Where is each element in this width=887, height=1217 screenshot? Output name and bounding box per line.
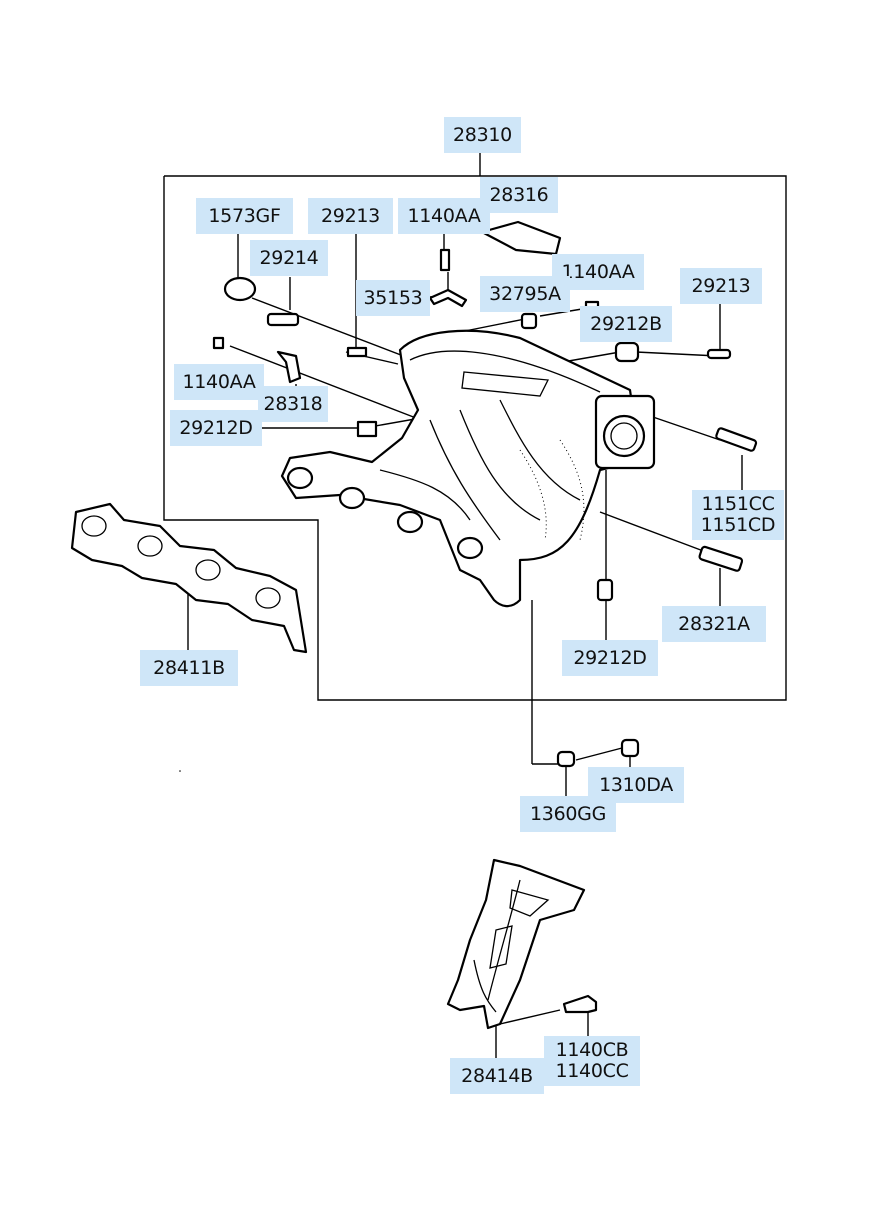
pin-29213-left (346, 346, 368, 358)
hardware-parts (212, 220, 758, 1014)
plate-28316 (480, 220, 562, 256)
stud-1151CC (715, 427, 758, 452)
callout-29212D-bottom[interactable]: 29212D (562, 640, 658, 676)
callout-29212D-left[interactable]: 29212D (170, 410, 262, 446)
bracket-28318 (276, 350, 302, 384)
callout-28321A[interactable]: 28321A (662, 606, 766, 642)
cap-29212D-left (356, 420, 378, 438)
clip-35153 (428, 288, 468, 308)
callout-1140AA-left[interactable]: 1140AA (174, 364, 264, 400)
callout-29214[interactable]: 29214 (250, 240, 328, 276)
callout-1140CC-text: 1140CC (555, 1060, 629, 1082)
bracket-drawing (446, 858, 586, 1030)
stud-29214 (266, 312, 300, 327)
washer-1360GG (556, 750, 576, 768)
callout-32795A[interactable]: 32795A (480, 276, 570, 312)
bolt-1140AA-top (439, 248, 451, 272)
callout-1573GF[interactable]: 1573GF (196, 198, 293, 234)
cap-29212D-bottom (596, 578, 614, 602)
callout-1151CC-text: 1151CC (701, 493, 775, 515)
gasket-drawing (70, 502, 308, 654)
callout-1360GG[interactable]: 1360GG (520, 796, 616, 832)
callout-29212B[interactable]: 29212B (580, 306, 672, 342)
manifold-drawing (280, 329, 656, 608)
callout-1140CB-text: 1140CB (555, 1039, 629, 1061)
pin-29213-right (706, 348, 732, 360)
callout-1140CB-1140CC[interactable]: 1140CB 1140CC (544, 1036, 640, 1086)
callout-29213-right[interactable]: 29213 (680, 268, 762, 304)
fitting-32795A (520, 312, 538, 330)
callout-28414B[interactable]: 28414B (450, 1058, 544, 1094)
assembly-frame (163, 175, 787, 701)
callout-28310[interactable]: 28310 (444, 117, 521, 153)
callout-1151CD-text: 1151CD (700, 514, 776, 536)
plug-1573GF (223, 276, 257, 302)
callout-1140AA-top[interactable]: 1140AA (398, 198, 490, 234)
cap-29212B (614, 341, 640, 363)
callout-28318[interactable]: 28318 (258, 386, 328, 422)
callout-1151CC-1151CD[interactable]: 1151CC 1151CD (692, 490, 784, 540)
fitting-28321A (698, 545, 744, 572)
nut-1310DA (620, 738, 640, 758)
callout-28316[interactable]: 28316 (480, 177, 558, 213)
bolt-1140AA-left (212, 336, 225, 350)
speck (179, 770, 181, 772)
callout-29213-left[interactable]: 29213 (308, 198, 393, 234)
bolt-1140CB (562, 994, 598, 1014)
callout-28411B[interactable]: 28411B (140, 650, 238, 686)
callout-35153[interactable]: 35153 (356, 280, 430, 316)
